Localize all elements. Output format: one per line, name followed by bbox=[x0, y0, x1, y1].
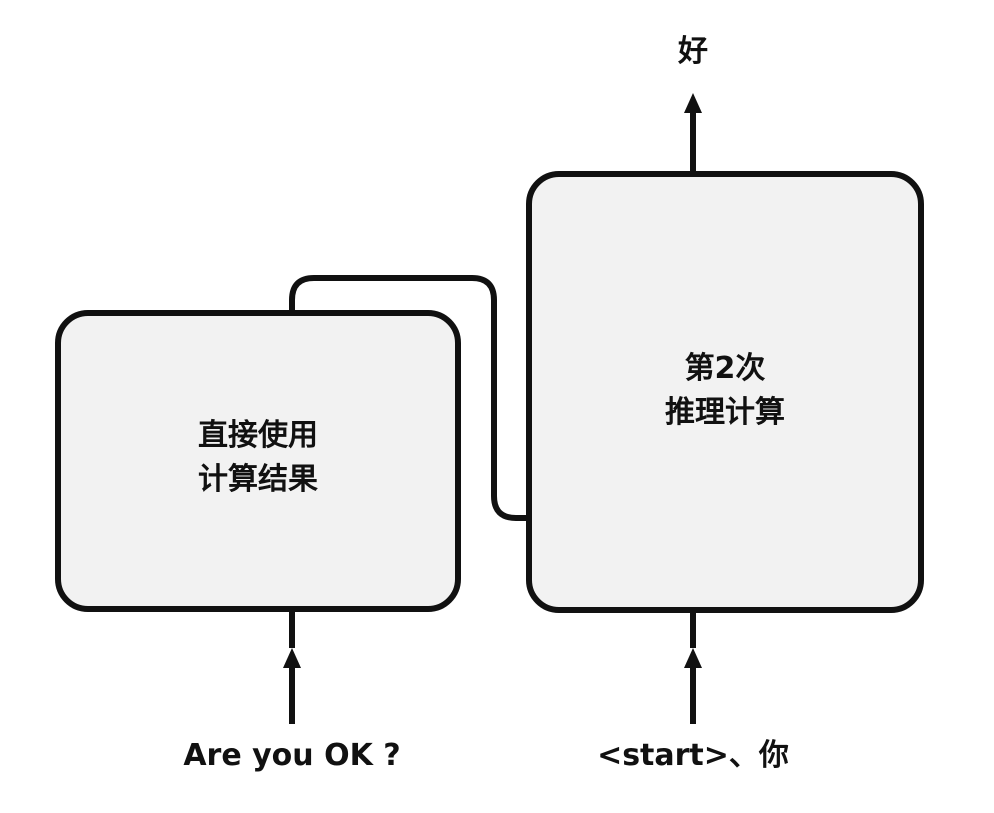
left-box-label-line-2: 计算结果 bbox=[198, 462, 318, 497]
right-input-label: <start>、你 bbox=[597, 738, 789, 773]
left-input-arrowhead bbox=[283, 648, 301, 668]
right-output-arrowhead bbox=[684, 93, 702, 113]
left-input-label: Are you OK ? bbox=[183, 738, 401, 773]
left-compute-box bbox=[55, 310, 461, 612]
right-box-label-line-2: 推理计算 bbox=[665, 395, 785, 430]
right-box-label: 第2次 推理计算 bbox=[529, 347, 921, 435]
right-compute-box bbox=[526, 171, 924, 613]
connector-line bbox=[289, 275, 531, 521]
right-output-label: 好 bbox=[678, 34, 708, 69]
right-input-arrowhead bbox=[684, 648, 702, 668]
left-box-label-line-1: 直接使用 bbox=[198, 418, 318, 453]
left-box-label: 直接使用 计算结果 bbox=[58, 414, 458, 502]
right-box-label-line-1: 第2次 bbox=[684, 351, 766, 386]
